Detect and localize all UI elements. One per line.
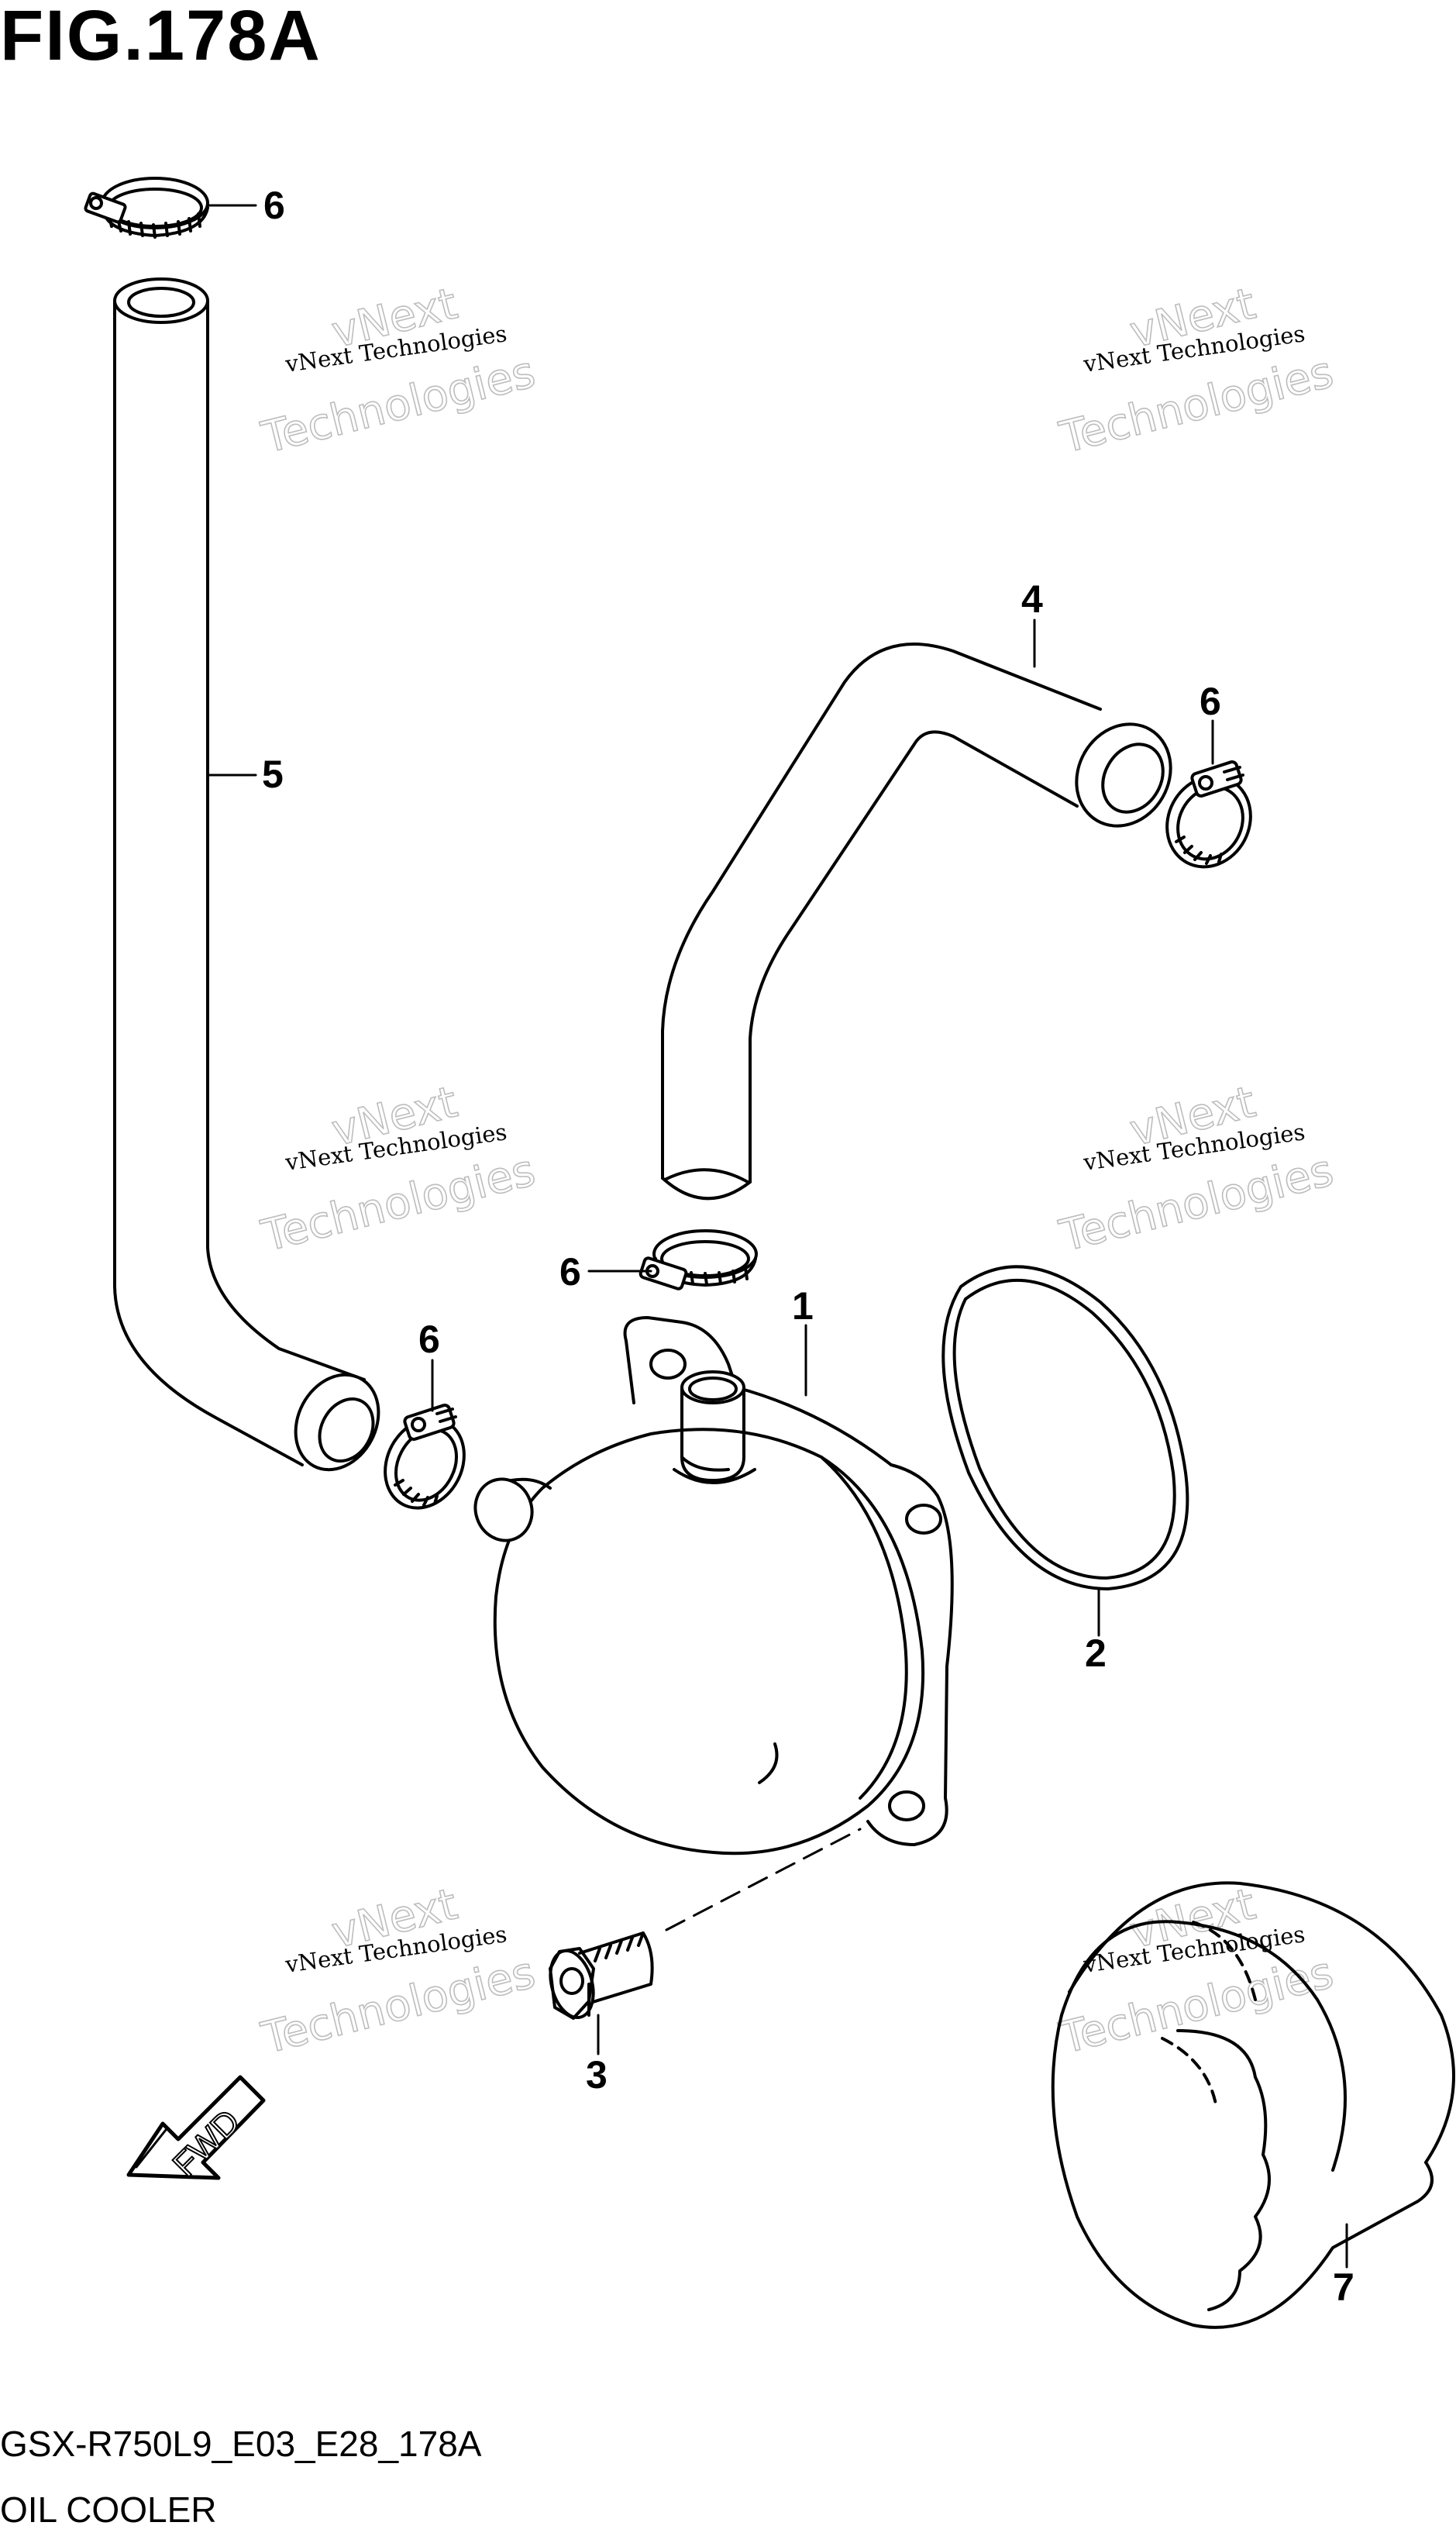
callout-5: 5 [262, 753, 284, 796]
diagram-name: OIL COOLER [0, 2489, 217, 2530]
watermark-middle-right: vNext Technologies vNext Technologies [1054, 1077, 1338, 1263]
watermark-top-right: vNext Technologies vNext Technologies [1054, 278, 1338, 464]
hose-clamp-left [384, 1404, 466, 1510]
forward-direction-arrow [126, 2075, 266, 2180]
callout-4: 4 [1021, 577, 1043, 621]
oil-cooler-body [473, 1316, 954, 1855]
figure-title: FIG.178A [0, 0, 322, 75]
bent-hose [661, 643, 1172, 1201]
hose-clamp-top [84, 177, 209, 239]
oil-filter [1051, 1881, 1455, 2329]
watermark-bottom-left: vNext Technologies vNext Technologies [256, 1879, 540, 2065]
hose-clamp-middle [639, 1229, 758, 1290]
callout-3: 3 [586, 2053, 608, 2097]
watermark-top-left: vNext Technologies vNext Technologies [256, 278, 540, 464]
mounting-bolt [549, 1931, 654, 2020]
callout-2: 2 [1085, 1632, 1107, 1675]
callout-6-middle: 6 [559, 1250, 581, 1294]
long-hose [113, 277, 380, 1472]
hose-clamp-right [1165, 760, 1252, 869]
watermark-middle-left: vNext Technologies vNext Technologies [256, 1077, 540, 1263]
callout-7: 7 [1333, 2266, 1354, 2309]
callout-6-right: 6 [1200, 680, 1221, 723]
callout-6-left: 6 [418, 1318, 440, 1361]
callout-6-top: 6 [263, 184, 285, 227]
diagram-code: GSX-R750L9_E03_E28_178A [0, 2424, 482, 2464]
callout-1: 1 [792, 1284, 814, 1328]
o-ring [941, 1265, 1189, 1590]
leader-line-bolt-axis [665, 1828, 862, 1931]
